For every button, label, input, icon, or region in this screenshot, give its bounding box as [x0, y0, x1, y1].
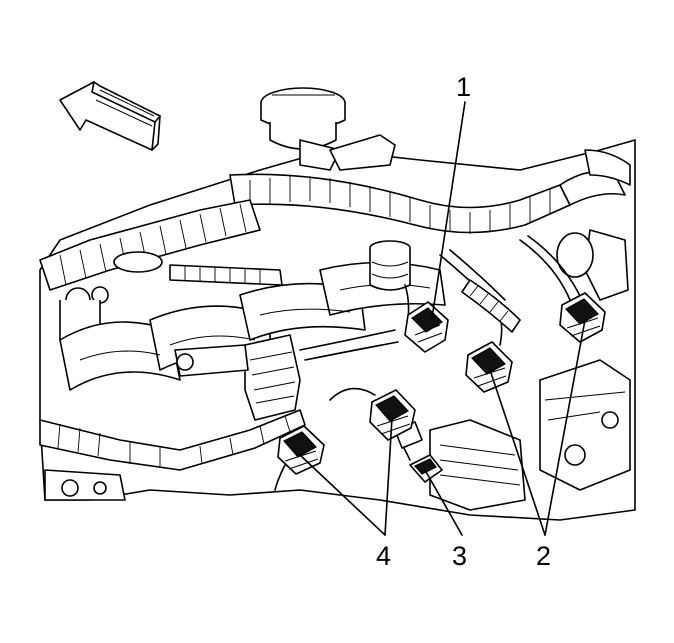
connector-1 — [404, 301, 449, 353]
engine-body — [39, 87, 636, 521]
connector-4a — [369, 389, 416, 441]
callout-3: 3 — [452, 541, 467, 571]
leader-lines — [299, 101, 586, 536]
upper-harness — [229, 149, 631, 234]
reservoir-cap — [260, 87, 396, 171]
lower-harness — [39, 409, 306, 501]
connector-2b — [559, 292, 606, 343]
connector-4b — [277, 425, 325, 475]
callout-4: 4 — [376, 541, 391, 571]
callout-2: 2 — [536, 541, 551, 571]
forward-arrow-icon — [59, 81, 161, 151]
sensor-canister — [369, 240, 411, 321]
left-fuel-rail — [39, 199, 283, 341]
connector-2a — [465, 341, 513, 393]
center-bracket — [174, 334, 301, 421]
callout-1: 1 — [456, 72, 471, 102]
connector-wires — [274, 235, 581, 491]
right-side-components — [429, 229, 631, 511]
